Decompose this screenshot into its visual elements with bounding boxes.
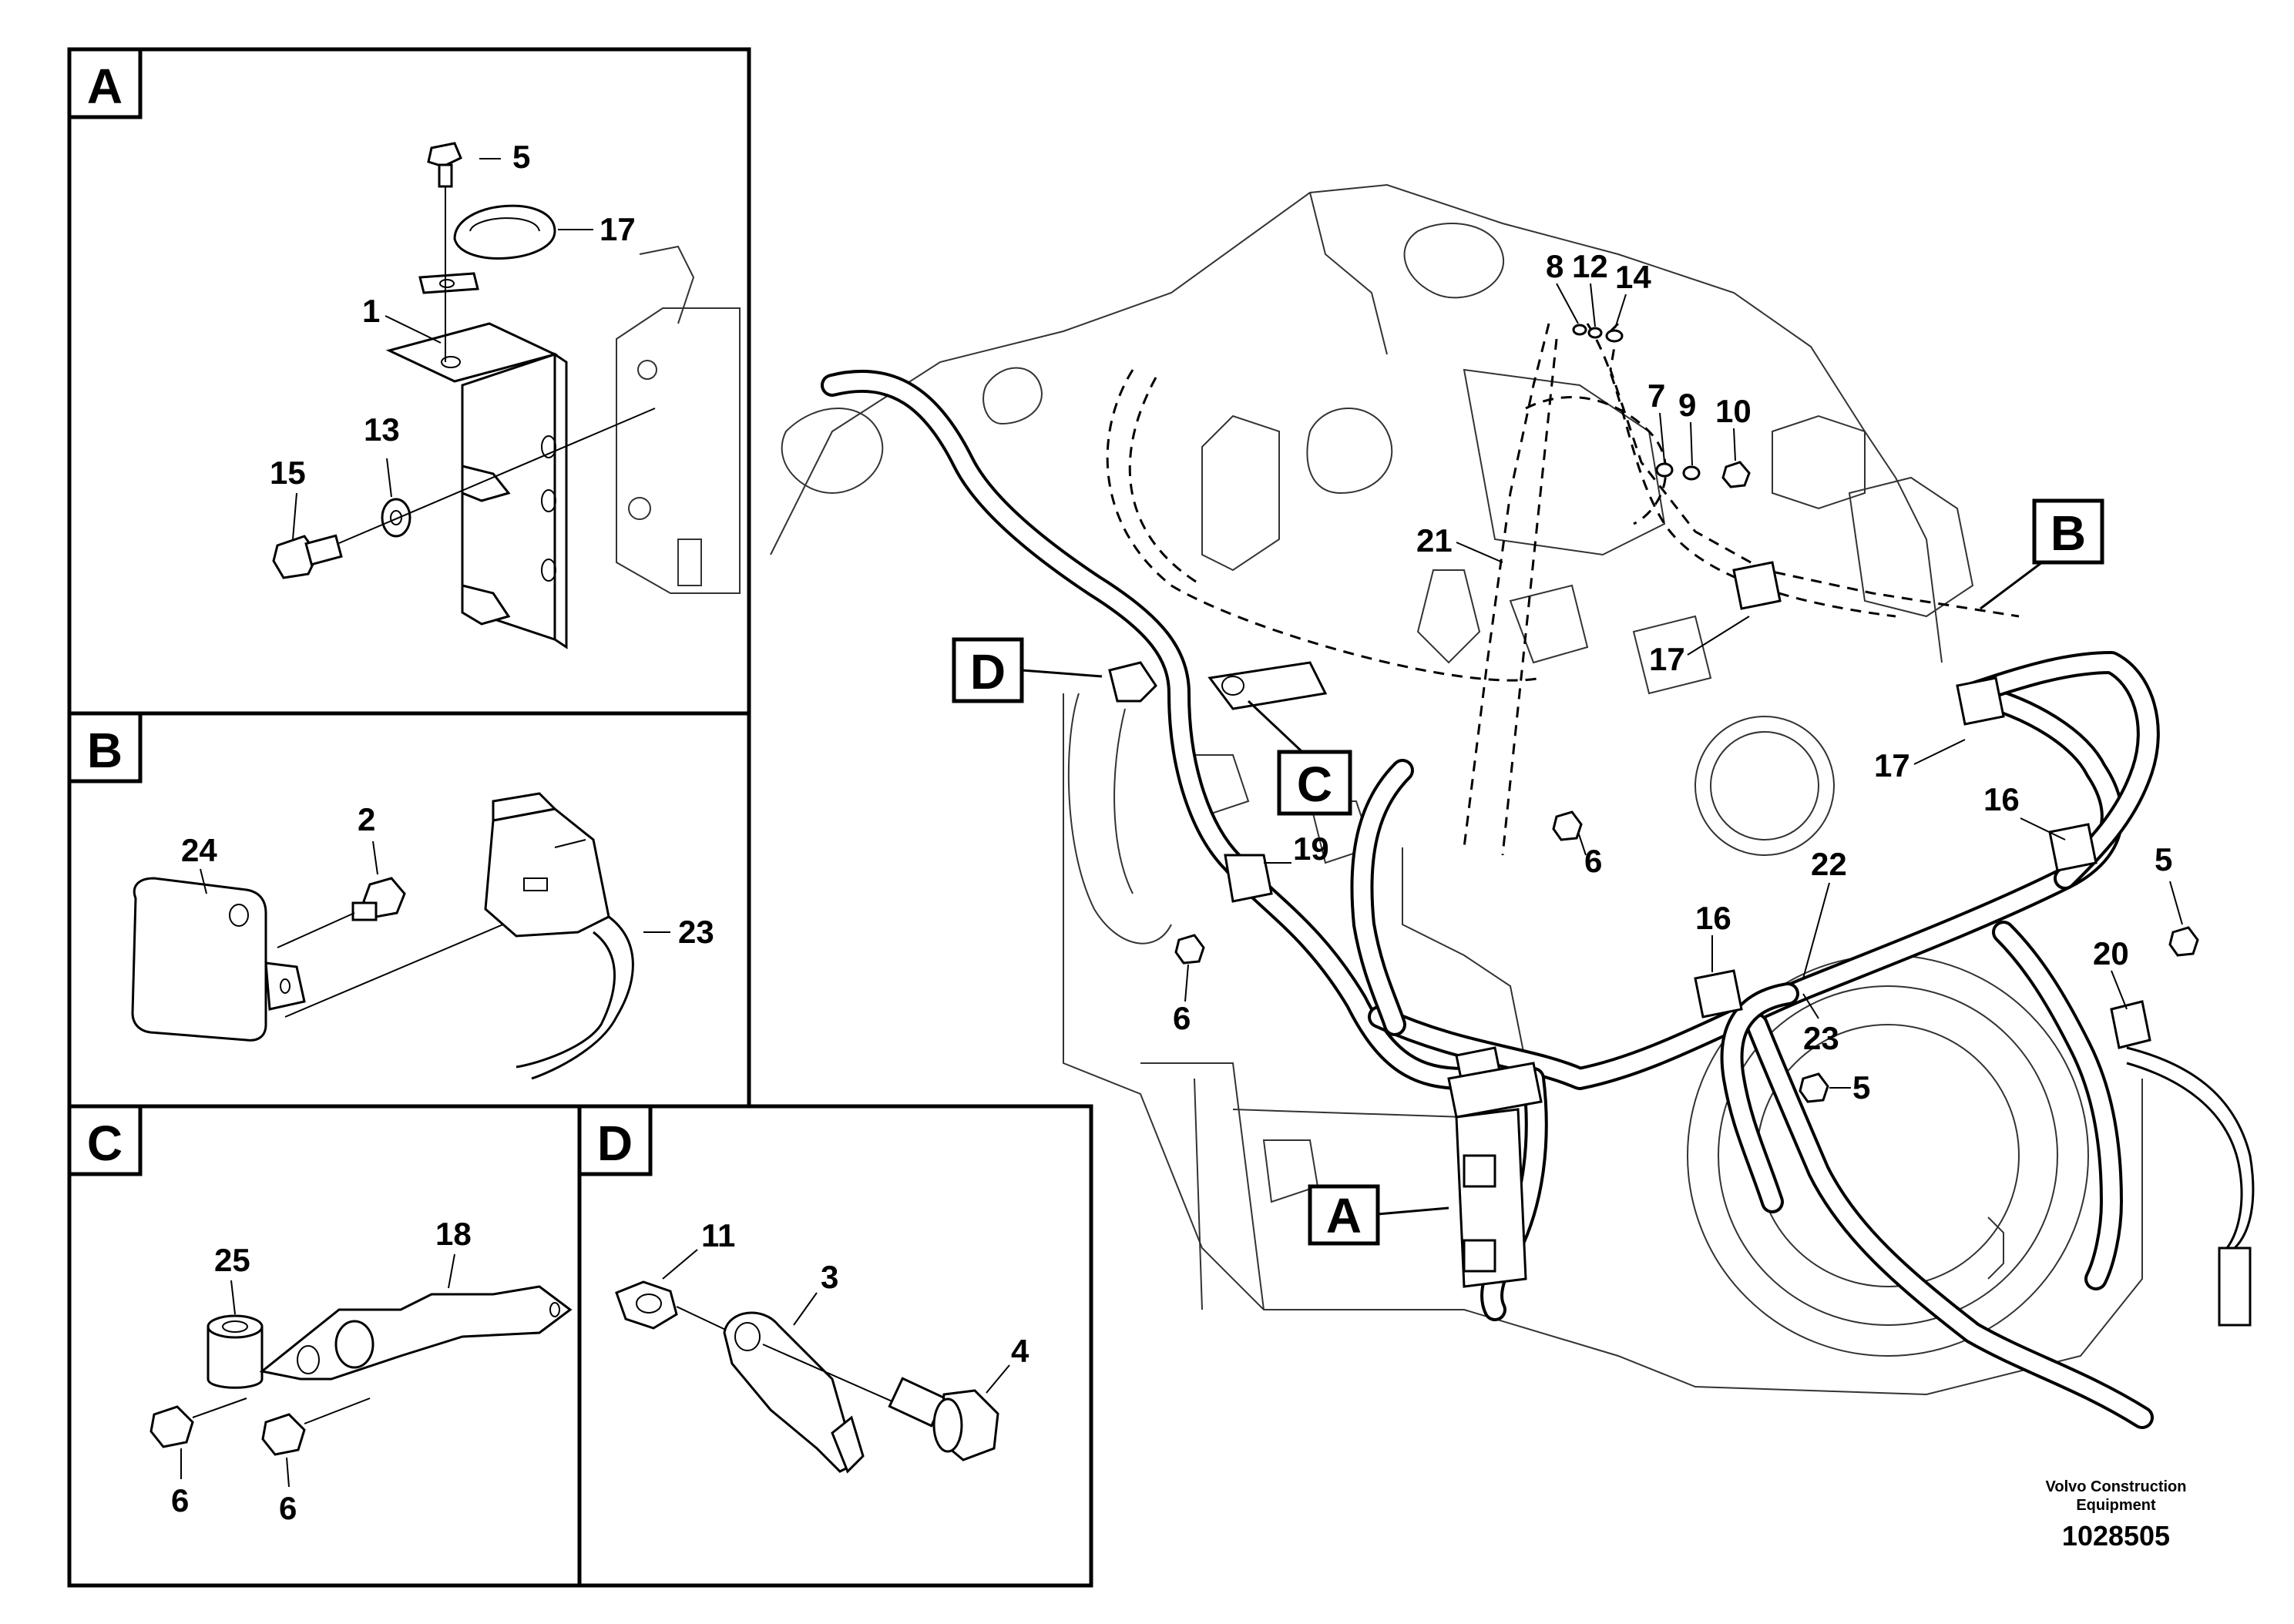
callout-10: 10 — [1715, 393, 1752, 429]
callout-5-mid: 5 — [1852, 1069, 1870, 1106]
credit-line-2: Equipment — [2076, 1497, 2156, 1514]
callout-16-right: 16 — [1983, 781, 2020, 817]
harness-clamps — [1224, 561, 2151, 1096]
bracket-c-area — [1108, 661, 1328, 710]
callout-21: 21 — [1416, 522, 1453, 559]
view-tag-c: C — [1247, 700, 1352, 816]
callout-11: 11 — [701, 1217, 735, 1253]
callouts-main: 8 12 14 7 9 10 21 17 17 16 16 22 19 — [1173, 248, 2183, 1106]
inset-d-letter: D — [597, 1116, 633, 1171]
inset-b-letter: B — [87, 723, 123, 778]
wire-harness — [821, 369, 2255, 1429]
callouts-inset-c: 25 18 6 6 — [171, 1216, 472, 1526]
spacer-part-25 — [207, 1314, 264, 1389]
callout-19: 19 — [1293, 830, 1329, 867]
callout-5: 5 — [512, 139, 530, 175]
callout-23: 23 — [678, 914, 714, 950]
view-tag-a: A — [1308, 1184, 1449, 1246]
engine-main-view: A B C D 8 12 14 7 9 — [770, 183, 2255, 1429]
callout-6-lower: 6 — [1173, 1000, 1191, 1036]
main-bolts — [1174, 810, 2199, 1103]
title-block: Volvo Construction Equipment 1028505 — [2046, 1478, 2187, 1552]
bolt-part-15 — [272, 534, 343, 579]
callout-17-upper: 17 — [1649, 641, 1685, 677]
engine-outline — [770, 183, 2143, 1396]
callout-1: 1 — [362, 293, 380, 329]
callout-16-mid: 16 — [1695, 900, 1731, 936]
svg-text:B: B — [2050, 505, 2086, 561]
callouts-inset-b: 2 24 23 — [181, 801, 714, 950]
lug-part-3 — [723, 1311, 865, 1474]
bolt-part-6-right — [261, 1398, 371, 1456]
callout-7: 7 — [1647, 377, 1665, 414]
drawing-number: 1028505 — [2062, 1520, 2170, 1552]
callout-17-lower: 17 — [1874, 747, 1910, 783]
inset-a: A — [67, 47, 751, 716]
callouts-inset-d: 11 3 4 — [662, 1217, 1029, 1394]
callout-15: 15 — [270, 455, 306, 491]
engine-block-outline — [616, 245, 741, 594]
view-tag-b: B — [1980, 498, 2104, 610]
callouts-inset-a: 5 17 1 13 15 — [270, 139, 636, 540]
clamp-part-17 — [418, 204, 556, 294]
bracket-part-1 — [385, 322, 568, 649]
small-fasteners — [1572, 324, 1751, 488]
bolt-part-2 — [277, 877, 540, 1018]
bolt-part-6-left — [149, 1398, 247, 1448]
bracket-part-18 — [259, 1285, 573, 1381]
callout-13: 13 — [364, 411, 400, 448]
inset-c: C 25 18 6 — [67, 1104, 582, 1588]
callout-8: 8 — [1546, 248, 1563, 284]
callout-6-upper: 6 — [1584, 843, 1602, 879]
callout-20: 20 — [2093, 935, 2129, 971]
callout-14: 14 — [1615, 259, 1651, 295]
callout-22: 22 — [1811, 846, 1847, 882]
svg-text:A: A — [1326, 1188, 1362, 1243]
callout-3: 3 — [821, 1259, 838, 1295]
inset-b: B 2 24 — [67, 711, 751, 1109]
inset-d: D 11 3 4 — [577, 1104, 1093, 1588]
nut-part-11 — [615, 1280, 733, 1334]
bolt-part-5 — [427, 142, 462, 362]
callout-4: 4 — [1011, 1333, 1029, 1369]
bolt-part-4 — [762, 1344, 999, 1461]
washer-part-13 — [338, 408, 656, 544]
callout-5-right: 5 — [2155, 841, 2172, 877]
svg-text:D: D — [970, 644, 1006, 700]
callout-18: 18 — [435, 1216, 472, 1252]
svg-text:C: C — [1297, 757, 1332, 812]
callout-6-right: 6 — [279, 1490, 297, 1526]
callout-2: 2 — [358, 801, 375, 837]
connector-part-23 — [484, 792, 634, 1080]
callout-12: 12 — [1572, 248, 1608, 284]
view-tag-d: D — [952, 637, 1103, 703]
inset-a-letter: A — [87, 59, 123, 114]
callout-25: 25 — [214, 1242, 250, 1278]
credit-line-1: Volvo Construction — [2046, 1478, 2187, 1495]
callout-23: 23 — [1803, 1020, 1839, 1056]
sensor-bracket-a — [1447, 1062, 1543, 1288]
callout-17: 17 — [600, 211, 636, 247]
callout-24: 24 — [181, 832, 217, 868]
plate-part-24 — [131, 877, 306, 1042]
callout-9: 9 — [1678, 387, 1696, 423]
callout-6-left: 6 — [171, 1482, 189, 1518]
inset-c-letter: C — [87, 1116, 123, 1171]
